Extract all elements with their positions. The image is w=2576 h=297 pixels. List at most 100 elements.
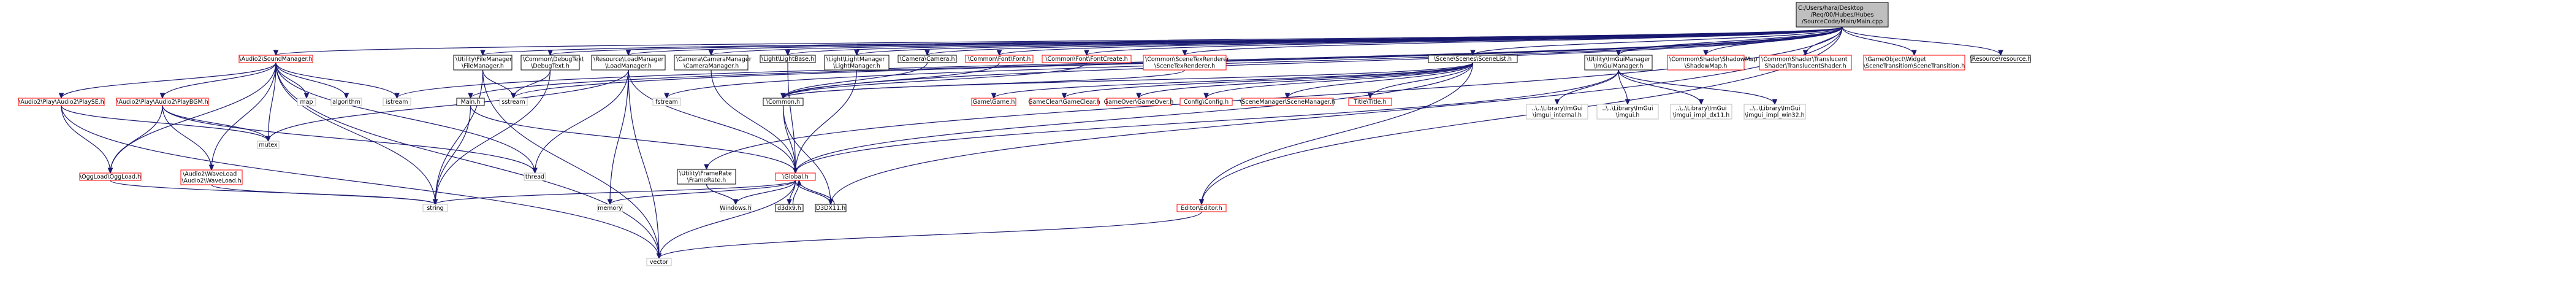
node-imgui-h: ..\..\Library\ImGui\imgui.h — [1596, 104, 1659, 120]
node-label: \SceneTransition\SceneTransition.h — [1864, 63, 1965, 70]
node-label: \imgui.h — [1616, 112, 1640, 119]
node-common-h[interactable]: \Common.h — [763, 98, 804, 106]
node-label: \Common.h — [766, 99, 800, 106]
edge-frame-rate-to-windows — [706, 183, 739, 206]
node-light-base[interactable]: \Light\LightBase.h — [760, 55, 816, 63]
node-label: ..\..\Library\ImGui — [1532, 106, 1583, 112]
node-scene-manager[interactable]: \SceneManager\SceneManager.h — [1240, 98, 1335, 106]
edge-light-base-to-global — [787, 62, 798, 174]
node-label: \Utility\FileManager — [455, 56, 512, 63]
edge-play-bgm-to-mutex — [162, 105, 271, 142]
edge-scene-list-to-game-over — [1136, 62, 1474, 99]
node-shader-translucent[interactable]: \Common\Shader\TranslucentShader\Translu… — [1759, 55, 1852, 71]
node-label: mutex — [259, 142, 278, 148]
edge-sound-manager-to-vector — [275, 62, 662, 260]
edge-sound-manager-to-play-bgm — [159, 62, 276, 99]
node-label: \Audio2\WaveLoad.h — [181, 178, 241, 185]
node-label: Main.h — [461, 99, 481, 106]
edge-sound-manager-to-algorithm — [275, 62, 349, 99]
node-debug-text[interactable]: \Common\DebugText\DebugText.h — [520, 55, 584, 71]
node-ogg-load[interactable]: \OggLoad\OggLoad.h — [79, 172, 142, 181]
node-label: \Common\Shader\Translucent — [1761, 56, 1848, 63]
dependency-edges — [58, 26, 2003, 260]
edge-d3dx11-to-global — [796, 179, 835, 205]
node-game-clear[interactable]: GameClear\GameClear.h — [1028, 98, 1100, 106]
node-label: D3DX11.h — [816, 205, 845, 212]
node-editor[interactable]: Editor\Editor.h — [1176, 204, 1227, 212]
node-light-manager[interactable]: \Light\LightManager\LightManager.h — [824, 55, 890, 71]
node-map: map — [297, 98, 316, 106]
node-scene-list[interactable]: \Scene\Scenes\SceneList.h — [1428, 55, 1518, 63]
node-label: d3dx9.h — [777, 205, 801, 212]
node-label: \Utility\ImGuiManager — [1587, 56, 1650, 63]
node-label: Shader\TranslucentShader.h — [1764, 63, 1846, 70]
node-camera-manager[interactable]: \Camera\CameraManager\CameraManager.h — [674, 55, 752, 71]
node-label: fstream — [655, 99, 678, 106]
edge-sound-manager-to-istream — [275, 62, 400, 99]
node-game[interactable]: Game\Game.h — [971, 98, 1016, 106]
node-font[interactable]: \Common\Font\Font.h — [965, 55, 1034, 63]
node-label: \ShadowMap.h — [1685, 63, 1728, 70]
node-load-manager[interactable]: \Resource\LoadManager\LoadManager.h — [591, 55, 666, 71]
node-resource[interactable]: \Resource\resource.h — [1970, 55, 2032, 63]
edge-sound-manager-to-ogg-load — [107, 62, 276, 174]
node-label: \Light\LightManager — [826, 56, 885, 63]
node-play-se[interactable]: \Audio2\Play\Audio2\PlaySE.h — [18, 98, 105, 106]
node-sstream: sstream — [499, 98, 528, 106]
node-label: sstream — [501, 99, 525, 106]
node-mutex: mutex — [257, 141, 280, 149]
node-label: string — [427, 205, 443, 212]
node-vector: vector — [646, 258, 672, 266]
node-camera[interactable]: \Camera\Camera.h — [897, 55, 957, 63]
node-label: \OggLoad\OggLoad.h — [80, 174, 141, 180]
node-file-manager[interactable]: \Utility\FileManager\FileManager.h — [453, 55, 513, 71]
node-label: Windows.h — [720, 205, 751, 212]
node-label: \Camera\Camera.h — [899, 56, 955, 63]
node-main-h[interactable]: Main.h — [456, 98, 485, 106]
node-scene-tex-renderer[interactable]: \Common\SceneTexRenderer\SceneTexRendere… — [1143, 55, 1229, 71]
node-label: Editor\Editor.h — [1181, 205, 1222, 212]
node-label: ..\..\Library\ImGui — [1602, 106, 1653, 112]
edge-scene-list-to-config — [1203, 62, 1474, 99]
node-title[interactable]: Title\Title.h — [1348, 98, 1392, 106]
node-sound-manager[interactable]: \Audio2\SoundManager.h — [238, 55, 313, 63]
node-label: \Common\SceneTexRenderer — [1145, 56, 1229, 63]
node-label: \Utility\FrameRate — [679, 171, 732, 177]
node-label: map — [300, 99, 313, 106]
node-fstream: fstream — [652, 98, 681, 106]
node-label: ..\..\Library\ImGui — [1676, 106, 1727, 112]
node-istream: istream — [383, 98, 411, 106]
node-wave-load[interactable]: \Audio2\WaveLoad\Audio2\WaveLoad.h — [180, 169, 243, 185]
node-label: \Global.h — [782, 174, 809, 180]
edge-global-to-string — [432, 180, 796, 206]
node-config[interactable]: Config\Config.h — [1179, 98, 1233, 106]
node-shadow-map[interactable]: \Common\Shader\ShadowMap\ShadowMap.h — [1667, 55, 1758, 71]
node-scene-transition[interactable]: \GameObject\Widget\SceneTransition\Scene… — [1863, 55, 1965, 71]
node-game-over[interactable]: GameOver\GameOver.h — [1104, 98, 1174, 106]
node-label: algorithm — [332, 99, 360, 106]
node-label: \CameraManager.h — [684, 63, 739, 70]
node-label: \Audio2\Play\Audio2\PlaySE.h — [18, 99, 104, 106]
node-label: GameOver\GameOver.h — [1104, 99, 1174, 106]
edge-play-bgm-to-wave-load — [162, 105, 215, 171]
node-imgui-dx11: ..\..\Library\ImGui\imgui_impl_dx11.h — [1670, 104, 1732, 120]
node-imgui-manager[interactable]: \Utility\ImGuiManager\ImGuiManager.h — [1584, 55, 1653, 71]
edge-global-to-memory — [607, 180, 796, 206]
node-global[interactable]: \Global.h — [775, 172, 816, 181]
node-label: \SceneTexRenderer.h — [1154, 63, 1215, 70]
node-label: Game\Game.h — [973, 99, 1015, 106]
edge-play-bgm-to-ogg-load — [107, 105, 163, 174]
node-d3dx9[interactable]: d3dx9.h — [775, 204, 804, 212]
node-play-bgm[interactable]: \Audio2\Play\Audio2\PlayBGM.h — [116, 98, 209, 106]
node-label: \imgui_impl_win32.h — [1745, 112, 1804, 119]
edge-root-to-resource — [1842, 26, 2003, 56]
node-imgui-internal: ..\..\Library\ImGui\imgui_internal.h — [1526, 104, 1588, 120]
edge-scene-list-to-common-h — [780, 62, 1474, 99]
node-frame-rate[interactable]: \Utility\FrameRate\FrameRate.h — [677, 169, 736, 185]
node-d3dx11[interactable]: D3DX11.h — [815, 204, 847, 212]
edge-editor-to-vector — [656, 211, 1202, 260]
node-label: ..\..\Library\ImGui — [1750, 106, 1801, 112]
node-label: \Resource\resource.h — [1970, 56, 2031, 63]
node-label: \GameObject\Widget — [1865, 56, 1926, 63]
node-font-create[interactable]: \Common\Font\FontCreate.h — [1042, 55, 1132, 63]
